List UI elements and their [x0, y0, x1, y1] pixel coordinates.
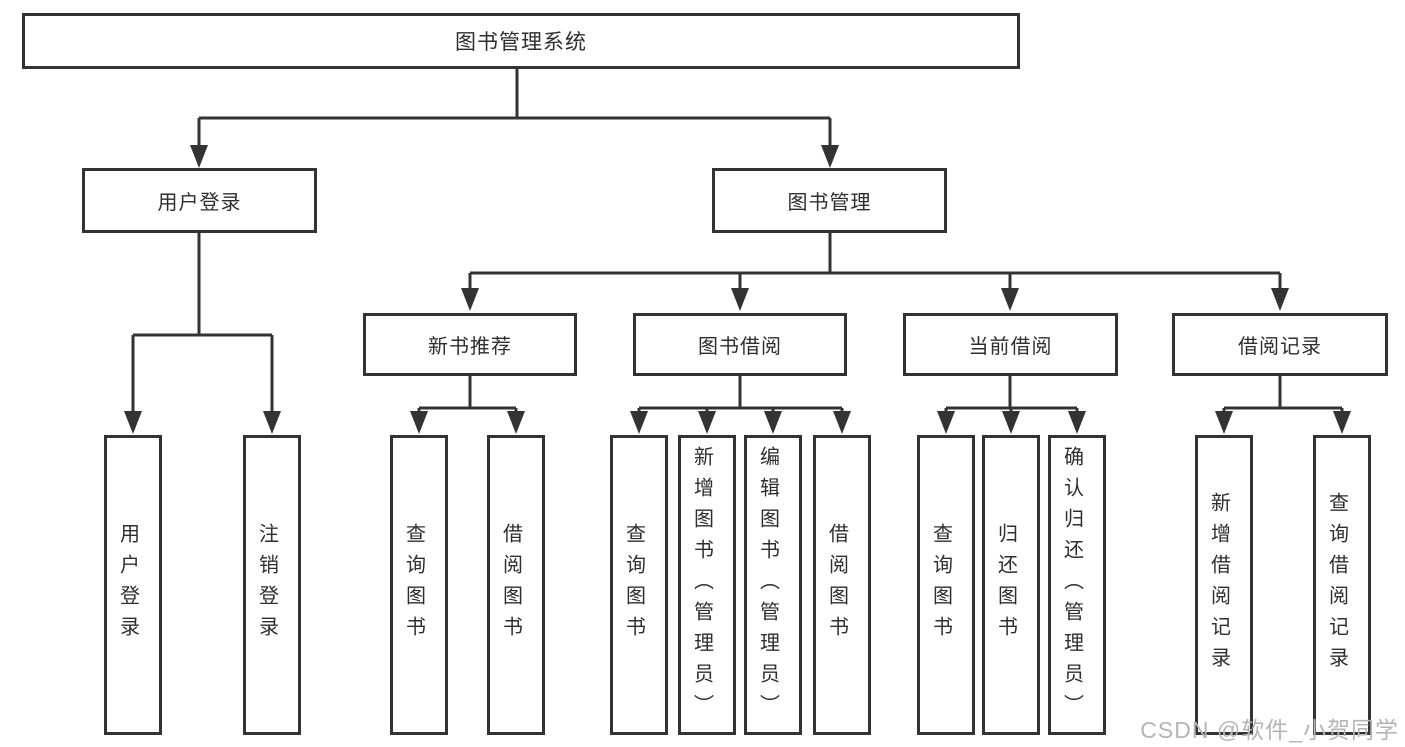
leaf-label: 查询图书	[622, 523, 645, 647]
leaf-user-login: 用户登录	[104, 435, 162, 735]
leaf-current-confirm-return-admin: 确认归还（管理员）	[1048, 435, 1106, 735]
leaf-records-query-borrow-record: 查询借阅记录	[1313, 435, 1371, 735]
node-borrowing-records: 借阅记录	[1172, 313, 1388, 376]
leaf-label: 查询借阅记录	[1325, 492, 1348, 678]
node-book-management: 图书管理	[712, 168, 947, 233]
leaf-label: 注销登录	[255, 523, 278, 647]
leaf-current-return-books: 归还图书	[982, 435, 1040, 735]
leaf-label: 确认归还（管理员）	[1060, 445, 1083, 725]
leaf-label: 查询图书	[929, 523, 952, 647]
leaf-recommend-borrow-books: 借阅图书	[487, 435, 545, 735]
leaf-label: 编辑图书（管理员）	[756, 445, 779, 725]
leaf-borrowing-borrow-books: 借阅图书	[813, 435, 871, 735]
node-library-management-system: 图书管理系统	[22, 13, 1020, 69]
node-new-book-recommendation: 新书推荐	[363, 313, 577, 376]
leaf-borrowing-edit-books-admin: 编辑图书（管理员）	[744, 435, 802, 735]
node-user-login: 用户登录	[82, 168, 317, 233]
leaf-current-query-books: 查询图书	[917, 435, 975, 735]
leaf-label: 新增图书（管理员）	[690, 445, 713, 725]
leaf-label: 归还图书	[994, 523, 1017, 647]
leaf-logout: 注销登录	[243, 435, 301, 735]
watermark: CSDN @软件_小贺同学	[1140, 717, 1399, 743]
leaf-label: 用户登录	[116, 523, 139, 647]
node-current-borrowing: 当前借阅	[903, 313, 1118, 376]
leaf-records-add-borrow-record: 新增借阅记录	[1195, 435, 1253, 735]
leaf-label: 查询图书	[402, 523, 425, 647]
leaf-label: 借阅图书	[499, 523, 522, 647]
leaf-label: 新增借阅记录	[1207, 492, 1230, 678]
leaf-borrowing-query-books: 查询图书	[610, 435, 668, 735]
leaf-label: 借阅图书	[825, 523, 848, 647]
leaf-borrowing-add-books-admin: 新增图书（管理员）	[678, 435, 736, 735]
leaf-recommend-query-books: 查询图书	[390, 435, 448, 735]
node-book-borrowing: 图书借阅	[633, 313, 847, 376]
